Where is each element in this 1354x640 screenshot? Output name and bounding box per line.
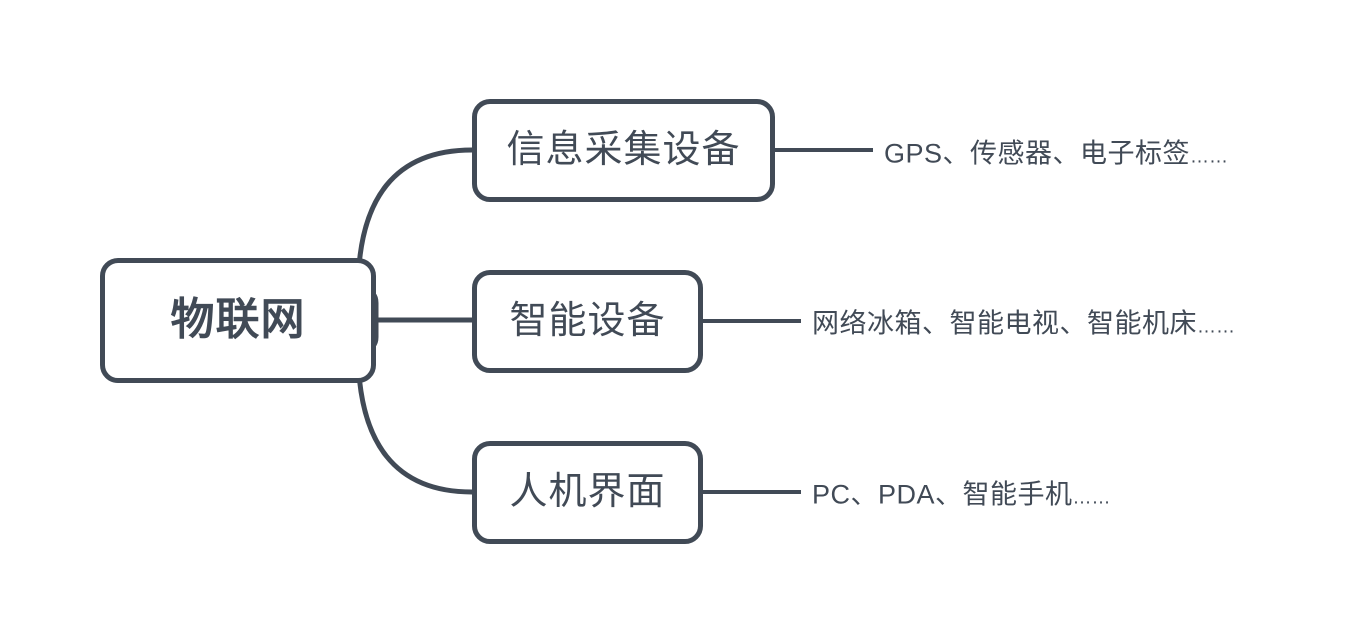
- node-branch-label: 人机界面: [509, 470, 666, 513]
- leaf-text: GPS、传感器、电子标签: [884, 138, 1191, 169]
- leaf-text: 网络冰箱、智能电视、智能机床: [812, 308, 1197, 339]
- node-branch-smart-device[interactable]: 智能设备: [472, 270, 703, 373]
- leaf-text-smart-device: 网络冰箱、智能电视、智能机床……: [812, 302, 1235, 341]
- node-root-label: 物联网: [170, 295, 306, 345]
- node-branch-label: 智能设备: [509, 299, 666, 342]
- node-root[interactable]: 物联网: [100, 258, 376, 383]
- node-branch-label: 信息采集设备: [506, 128, 741, 171]
- node-branch-info-collection-device[interactable]: 信息采集设备: [472, 99, 775, 202]
- leaf-text: PC、PDA、智能手机: [812, 479, 1073, 510]
- leaf-ellipsis: ……: [1190, 146, 1229, 168]
- leaf-text-info-collection-device: GPS、传感器、电子标签……: [884, 132, 1228, 171]
- leaf-ellipsis: ……: [1072, 487, 1111, 509]
- leaf-ellipsis: ……: [1197, 316, 1235, 338]
- node-branch-human-machine-interface[interactable]: 人机界面: [472, 441, 703, 544]
- leaf-text-human-machine-interface: PC、PDA、智能手机……: [812, 473, 1111, 512]
